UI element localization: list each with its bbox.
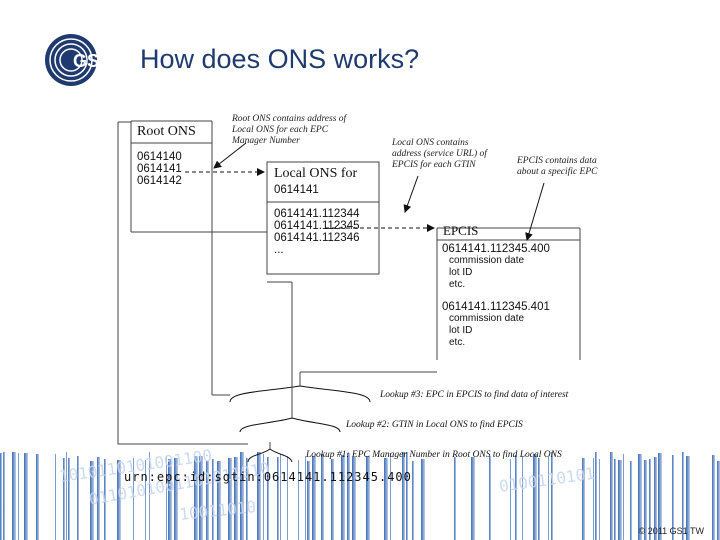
- page-title: How does ONS works?: [140, 44, 420, 74]
- lookup-3-label: Lookup #3: EPC in EPCIS to find data of …: [380, 390, 569, 400]
- copyright-text: © 2011 GS1 TW: [638, 526, 704, 536]
- bracket-lookup2: [239, 417, 341, 433]
- lookup-1-label: Lookup #1: EPC Manager Number in Root ON…: [306, 450, 562, 460]
- root-ons-entries: 0614140 0614141 0614142: [137, 151, 182, 187]
- root-entry: 0614142: [137, 175, 182, 187]
- local-entry: ...: [274, 244, 284, 256]
- local-ons-box: [266, 161, 380, 275]
- root-entry: 0614140: [137, 151, 182, 163]
- local-entry: 0614141.112345: [274, 220, 360, 232]
- gs1-logo: GS1: [45, 34, 109, 86]
- epcis-record-1: 0614141.112345.400 commission date lot I…: [442, 243, 550, 290]
- root-ons-box: [130, 120, 267, 395]
- bracket-lookup1: [247, 448, 293, 463]
- lookup-2-label: Lookup #2: GTIN in Local ONS to find EPC…: [346, 420, 523, 430]
- logo-text: GS1: [73, 51, 109, 71]
- epcis-box: [436, 227, 581, 360]
- epcis-heading: EPCIS: [443, 223, 479, 238]
- epc-urn: urn:epc:id:sgtin:0614141.112345.400: [124, 470, 412, 484]
- local-ons-heading: Local ONS for 0614141: [274, 166, 358, 196]
- local-entry: 0614141.112346: [274, 232, 360, 244]
- epcis-record-2: 0614141.112345.401 commission date lot I…: [442, 301, 550, 348]
- root-ons-heading: Root ONS: [137, 124, 196, 139]
- local-entry: 0614141.112344: [274, 208, 360, 220]
- local-ons-entries: 0614141.112344 0614141.112345 0614141.11…: [274, 208, 360, 256]
- root-entry: 0614141: [137, 163, 182, 175]
- bracket-lookup3: [229, 385, 371, 403]
